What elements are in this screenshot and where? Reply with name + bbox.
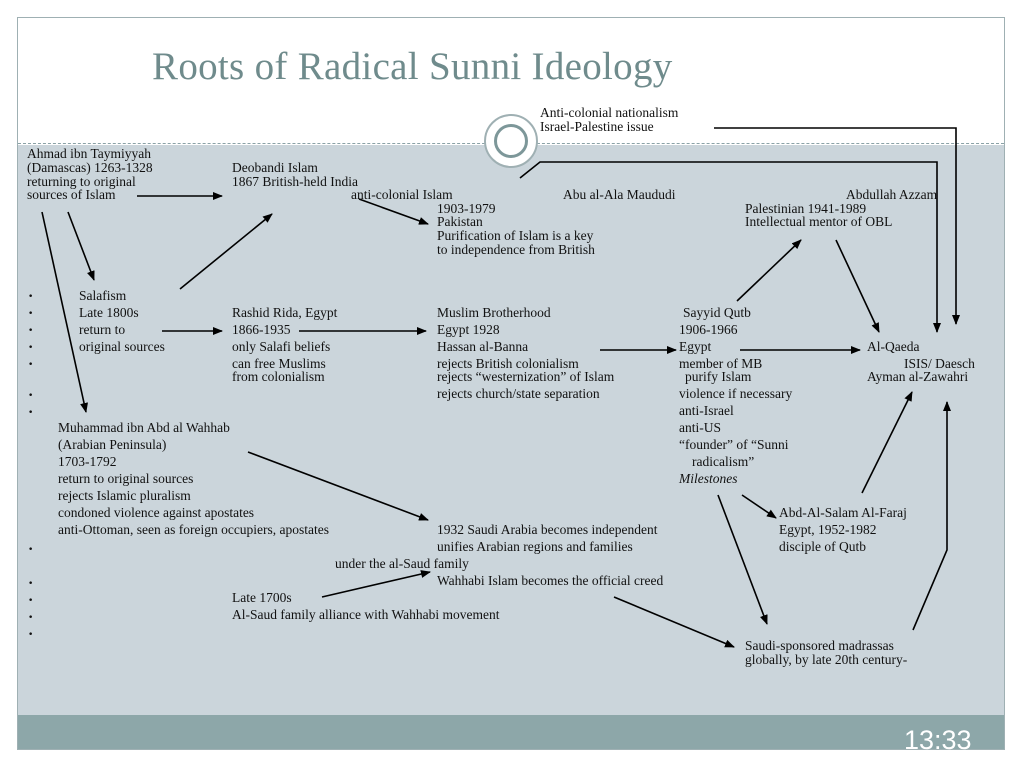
node-wahhab-name: Muhammad ibn Abd al Wahhab [58, 420, 230, 435]
node-saudi-independence: 1932 Saudi Arabia becomes independent [437, 522, 658, 537]
bullet-12: • [28, 630, 34, 640]
node-wahhab-desc1: return to original sources [58, 471, 194, 486]
node-wahhab-place: (Arabian Peninsula) [58, 437, 167, 452]
content-area [18, 145, 1004, 715]
node-rida-desc3: from colonialism [232, 369, 325, 384]
node-qutb-desc2: purify Islam [685, 369, 752, 384]
arrow-wahhab-saudi [247, 451, 429, 521]
node-taymiyyah-desc2: sources of Islam [27, 187, 116, 202]
node-qutb-desc4: anti-Israel [679, 403, 734, 418]
arrow-taymiyyah-wahhab [41, 211, 88, 413]
slide-title: Roots of Radical Sunni Ideology [152, 45, 673, 88]
arrow-qutb-faraj [741, 494, 777, 519]
node-israel-palestine: Israel-Palestine issue [540, 119, 654, 134]
node-brotherhood-date: Egypt 1928 [437, 322, 500, 337]
arrow-ring-alqaeda [519, 161, 941, 333]
node-anticolonial-islam: anti-colonial Islam [351, 187, 453, 202]
node-faraj-dates: Egypt, 1952-1982 [779, 522, 877, 537]
arrow-azzam-alqaeda [835, 239, 880, 333]
node-brotherhood-name: Muslim Brotherhood [437, 305, 551, 320]
node-azzam-dates: Palestinian 1941-1989 [745, 201, 867, 216]
node-maududi-name: Abu al-Ala Maududi [563, 187, 676, 202]
slide-frame [17, 17, 1005, 750]
node-qutb-desc5: anti-US [679, 420, 721, 435]
bullet-3: • [28, 326, 34, 336]
bullet-8: • [28, 545, 34, 555]
node-wahhab-desc4: anti-Ottoman, seen as foreign occupiers,… [58, 522, 330, 537]
decorative-ring-icon [484, 114, 538, 168]
node-qutb-desc7: radicalism” [692, 454, 755, 469]
node-wahhab-dates: 1703-1792 [58, 454, 117, 469]
node-taymiyyah-dates: (Damascas) 1263-1328 [27, 160, 153, 175]
node-wahhab-desc3: condoned violence against apostates [58, 505, 255, 520]
arrow-qutb-madrassas [717, 494, 768, 625]
node-rida-dates: 1866-1935 [232, 322, 291, 337]
node-madrassas-desc: globally, by late 20th century- [745, 652, 908, 667]
arrow-qutb-azzam [736, 239, 802, 302]
node-rida-desc2: can free Muslims [232, 356, 326, 371]
node-salafism-name: Salafism [79, 288, 127, 303]
node-anticolonial-nationalism: Anti-colonial nationalism [540, 105, 679, 120]
node-faraj-name: Abd-Al-Salam Al-Faraj [779, 505, 907, 520]
footer-bar [18, 715, 1004, 749]
bullet-4: • [28, 343, 34, 353]
node-taymiyyah-name: Ahmad ibn Taymiyyah [27, 146, 152, 161]
node-faraj-desc: disciple of Qutb [779, 539, 866, 554]
node-salafism-desc1: return to [79, 322, 126, 337]
bullet-2: • [28, 309, 34, 319]
node-maududi-desc2: to independence from British [437, 242, 595, 257]
node-salafism-date: Late 1800s [79, 305, 139, 320]
bullet-7: • [28, 408, 34, 418]
node-late-1700s: Late 1700s [232, 590, 292, 605]
node-maududi-place: Pakistan [437, 214, 483, 229]
node-deobandi-desc: 1867 British-held India [232, 174, 358, 189]
node-wahhab-desc2: rejects Islamic pluralism [58, 488, 191, 503]
bullet-9: • [28, 579, 34, 589]
node-qutb-desc3: violence if necessary [679, 386, 793, 401]
node-qutb-name: Sayyid Qutb [683, 305, 751, 320]
node-brotherhood-founder: Hassan al-Banna [437, 339, 529, 354]
slide-clock: 13:33 [904, 725, 972, 755]
node-maududi-dates: 1903-1979 [437, 201, 496, 216]
node-alliance: Al-Saud family alliance with Wahhabi mov… [232, 607, 500, 622]
node-wahhabi-creed: Wahhabi Islam becomes the official creed [437, 573, 664, 588]
node-alqaeda: Al-Qaeda [867, 339, 920, 354]
node-brotherhood-desc2: rejects “westernization” of Islam [437, 369, 615, 384]
node-qutb-place: Egypt [679, 339, 712, 354]
node-salafism-desc2: original sources [79, 339, 165, 354]
node-isis: ISIS/ Daesch [904, 356, 975, 371]
arrow-faraj-isis [861, 391, 913, 494]
node-azzam-name: Abdullah Azzam [846, 187, 938, 202]
arrow-salafism-deobandi [179, 213, 273, 290]
bullet-5: • [28, 360, 34, 370]
arrow-nationalism-isis [714, 127, 960, 325]
node-deobandi-name: Deobandi Islam [232, 160, 318, 175]
bullet-10: • [28, 596, 34, 606]
arrow-anticolonial-maududi [358, 198, 429, 225]
node-brotherhood-desc3: rejects church/state separation [437, 386, 600, 401]
ring-inner-icon [494, 124, 528, 158]
node-taymiyyah-desc1: returning to original [27, 174, 136, 189]
node-qutb-book: Milestones [679, 471, 738, 486]
node-brotherhood-desc1: rejects British colonialism [437, 356, 579, 371]
node-saudi-unifies: unifies Arabian regions and families [437, 539, 633, 554]
node-maududi-desc1: Purification of Islam is a key [437, 228, 594, 243]
node-azzam-desc: Intellectual mentor of OBL [745, 214, 893, 229]
node-al-saud: under the al-Saud family [335, 556, 469, 571]
arrow-taymiyyah-salafism [67, 211, 95, 281]
node-zawahri: Ayman al-Zawahri [867, 369, 969, 384]
arrow-alliance-creed [321, 570, 431, 598]
node-qutb-desc6: “founder” of “Sunni [679, 437, 789, 452]
node-qutb-dates: 1906-1966 [679, 322, 738, 337]
node-madrassas-name: Saudi-sponsored madrassas [745, 638, 894, 653]
bullet-1: • [28, 292, 34, 302]
node-rida-name: Rashid Rida, Egypt [232, 305, 338, 320]
bullet-6: • [28, 391, 34, 401]
arrow-saudi-madrassas [613, 596, 735, 648]
node-qutb-desc1: member of MB [679, 356, 763, 371]
bullet-11: • [28, 613, 34, 623]
node-rida-desc1: only Salafi beliefs [232, 339, 331, 354]
arrow-madrassas-zawahri [912, 401, 951, 631]
